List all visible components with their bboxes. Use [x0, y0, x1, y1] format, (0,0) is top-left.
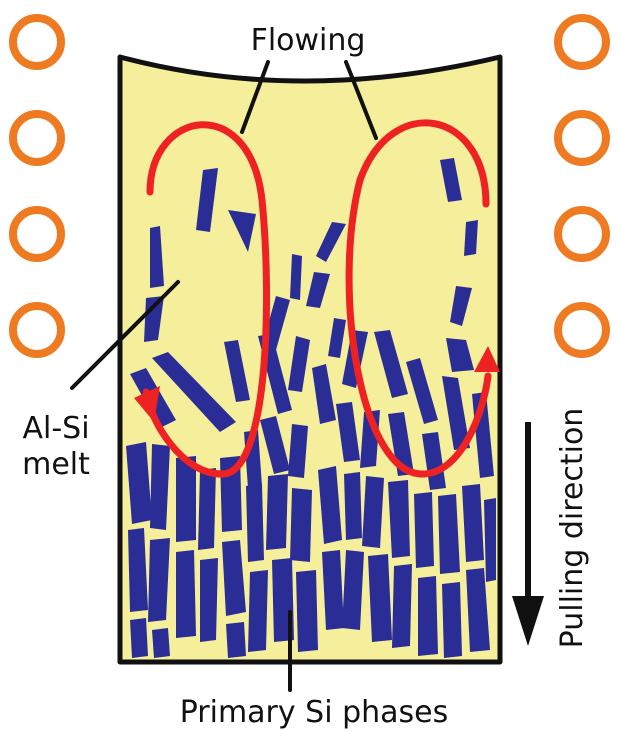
melt-label-line1: Al-Si [22, 411, 89, 446]
coil-icon [13, 114, 61, 162]
crystal [246, 484, 264, 562]
crystal [368, 554, 392, 642]
crystal [296, 570, 318, 652]
right-coil-group [558, 18, 606, 354]
crystal [344, 472, 362, 540]
crystal [130, 618, 148, 658]
pulling-direction-label: Pulling direction [555, 408, 590, 649]
down-arrow-icon [512, 422, 544, 646]
crystal [266, 474, 288, 550]
crystal [442, 582, 462, 658]
coil-icon [13, 306, 61, 354]
crystal [418, 576, 438, 656]
crystal [392, 564, 412, 648]
coil-icon [558, 306, 606, 354]
left-coil-group [13, 18, 61, 354]
coil-icon [558, 114, 606, 162]
melt-label-line2: melt [22, 447, 90, 482]
crystal [248, 570, 268, 652]
coil-icon [558, 18, 606, 66]
crystal [290, 488, 312, 562]
crystal [226, 622, 246, 658]
crystal [414, 492, 434, 568]
coil-icon [13, 210, 61, 258]
crystal [290, 254, 302, 300]
crystal [200, 558, 218, 642]
crystal [464, 220, 478, 256]
crystal [484, 498, 496, 582]
coil-icon [558, 210, 606, 258]
crystal [176, 550, 196, 638]
flowing-label: Flowing [251, 23, 366, 58]
coil-icon [13, 18, 61, 66]
crystal [198, 468, 216, 550]
crystal [152, 628, 170, 658]
primary-si-label: Primary Si phases [180, 695, 449, 730]
